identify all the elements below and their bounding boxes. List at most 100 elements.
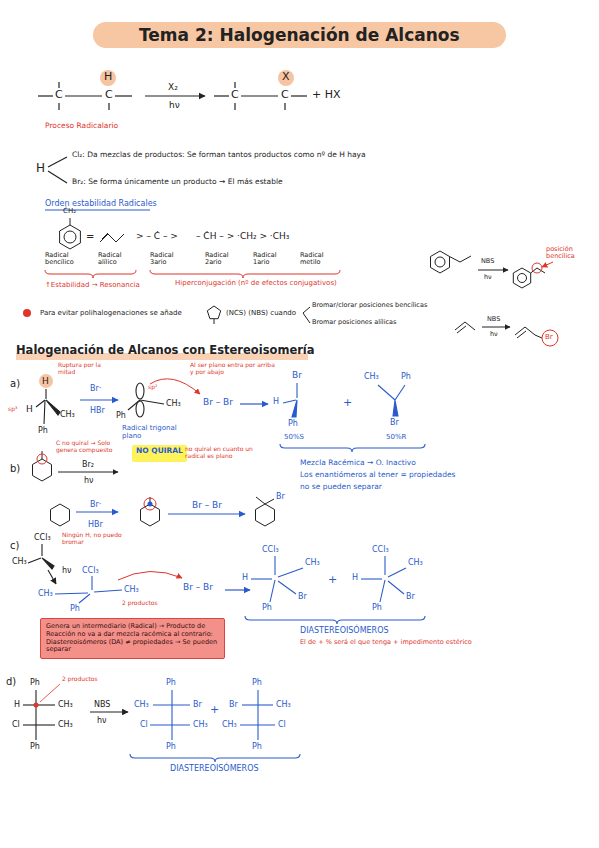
chem-label: CCl₃ (82, 566, 99, 575)
chem-label: HBr (88, 520, 103, 529)
chem-label: NBS (94, 700, 110, 709)
chem-label: no se pueden separar (300, 483, 382, 492)
annotation-text: 2 productos (122, 600, 158, 607)
annotation-text: Ruptura por la mitad (58, 362, 108, 376)
chem-label: Ph (38, 426, 48, 435)
chem-label: C (55, 89, 63, 102)
chem-label: Radical 1ario (253, 252, 289, 267)
chem-label: Br – Br (183, 582, 213, 592)
chem-label: Ph (288, 419, 298, 428)
chem-label: NBS (487, 316, 500, 323)
chem-label: Radical metilo (300, 252, 338, 267)
chem-label: CH₃ (193, 720, 208, 729)
chem-label: a) (10, 378, 20, 390)
chem-label: CH₃ (134, 700, 149, 709)
chem-label: CH₃ (12, 557, 27, 566)
chem-label: Ph (372, 603, 382, 612)
page-title: Tema 2: Halogenación de Alcanos (93, 22, 506, 48)
chem-label: DIASTEREOISÓMEROS (300, 626, 389, 635)
chem-label: CCl₃ (262, 545, 279, 554)
chem-label: H (242, 573, 248, 582)
chem-label: (NCS) (NBS) cuando (226, 309, 296, 317)
chem-label: Para evitar polihalogenaciones se añade (40, 309, 182, 317)
node-text: Genera un intermediario (Radical) → Prod… (46, 623, 219, 654)
annotation-text: Br (545, 333, 553, 341)
annotation-text: 2 productos (62, 676, 98, 683)
chem-label: + (328, 574, 337, 587)
chem-label: hν (484, 274, 492, 281)
chem-label: Br (390, 418, 399, 427)
note-box: Genera un intermediario (Radical) → Prod… (40, 618, 225, 659)
chem-label: Ph (70, 604, 80, 613)
chem-label: CH₃ (166, 399, 181, 408)
chem-label: ĊH₂ (63, 207, 76, 215)
chem-label: Br (193, 700, 202, 709)
chem-label: Cl (278, 720, 286, 729)
chem-label: H (273, 397, 279, 406)
chem-label: + (210, 704, 219, 717)
chem-label: CH₃ (276, 700, 291, 709)
chem-label: Ph (166, 678, 176, 687)
chem-label: Orden estabilidad Radicales (45, 199, 157, 208)
annotation-text: ↑Estabilidad → Resonancia (45, 281, 140, 289)
chem-label: > – Ċ – > (136, 231, 178, 241)
annotation-text: posición bencílica (546, 246, 592, 261)
chem-label: hν (84, 476, 94, 485)
chem-label: + (343, 397, 352, 410)
chem-label: H (352, 573, 358, 582)
chem-label: CH₃ (38, 589, 53, 598)
chem-label: H (42, 376, 49, 386)
chem-label: C (281, 89, 289, 102)
chem-label: CH₃ (58, 720, 73, 729)
chem-label: HBr (90, 406, 105, 415)
chem-label: CH₃ (58, 700, 73, 709)
chem-label: X (282, 71, 290, 84)
chem-label: Ph (116, 411, 126, 420)
chem-label: Ph (166, 742, 176, 751)
chem-label: DIASTEREOISÓMEROS (170, 764, 259, 773)
chem-label: CH₃ (222, 720, 237, 729)
chem-label: C (231, 89, 239, 102)
chem-label: Bromar/clorar posiciones bencílicas (312, 302, 427, 309)
chem-label: CH₃ (124, 585, 139, 594)
chem-label: Br – Br (203, 397, 233, 407)
chem-label: CH₃ (60, 410, 75, 419)
chem-label: Radical bencílico (45, 252, 85, 267)
chem-label: Ph (262, 603, 272, 612)
chem-label: CCl₃ (372, 545, 389, 554)
chem-label: Bromar posiciones alílicas (312, 319, 396, 326)
chem-label: H (26, 404, 33, 414)
highlight-tag: NO QUIRAL (132, 445, 187, 462)
chem-label: X₂ (168, 82, 178, 92)
chem-label: Ph (252, 678, 262, 687)
node-text: NO QUIRAL (136, 446, 183, 455)
chem-label: Br (406, 592, 415, 601)
chem-label: hν (97, 716, 107, 725)
annotation-text: Al ser plano entra por arriba y por abaj… (190, 362, 280, 376)
chem-label: Los enantiómeros al tener = propiedades (300, 471, 455, 480)
chem-label: Radical 3ario (150, 252, 186, 267)
chem-label: Br· (90, 500, 101, 509)
chem-label: NBS (481, 258, 494, 265)
chem-label: Ph (30, 742, 40, 751)
chem-label: 50%S (284, 433, 304, 441)
chem-label: Radical alílico (98, 252, 136, 267)
chem-label: Radical 2ario (205, 252, 241, 267)
chem-label: Radical trigonal plano (122, 424, 182, 440)
chem-label: H (36, 162, 45, 176)
chem-label: c) (10, 540, 19, 552)
chem-label: Br (298, 592, 307, 601)
chem-label: Br₂ (82, 460, 94, 469)
chem-label: Mezcla Racémica → O. Inactivo (300, 459, 416, 468)
chem-label: C (105, 89, 113, 102)
chem-label: Br (276, 492, 285, 501)
chem-label: hν (169, 100, 180, 110)
chem-label: Cl (140, 720, 148, 729)
annotation-text: sp³ (8, 406, 17, 413)
chem-label: H (104, 71, 112, 84)
chem-label: + HX (312, 89, 341, 102)
annotation-text: Hiperconjugación (nº de efectos conjugat… (175, 279, 337, 287)
chem-label: Br (229, 700, 238, 709)
chem-label: H (14, 700, 20, 709)
chem-label: Ph (401, 372, 411, 381)
